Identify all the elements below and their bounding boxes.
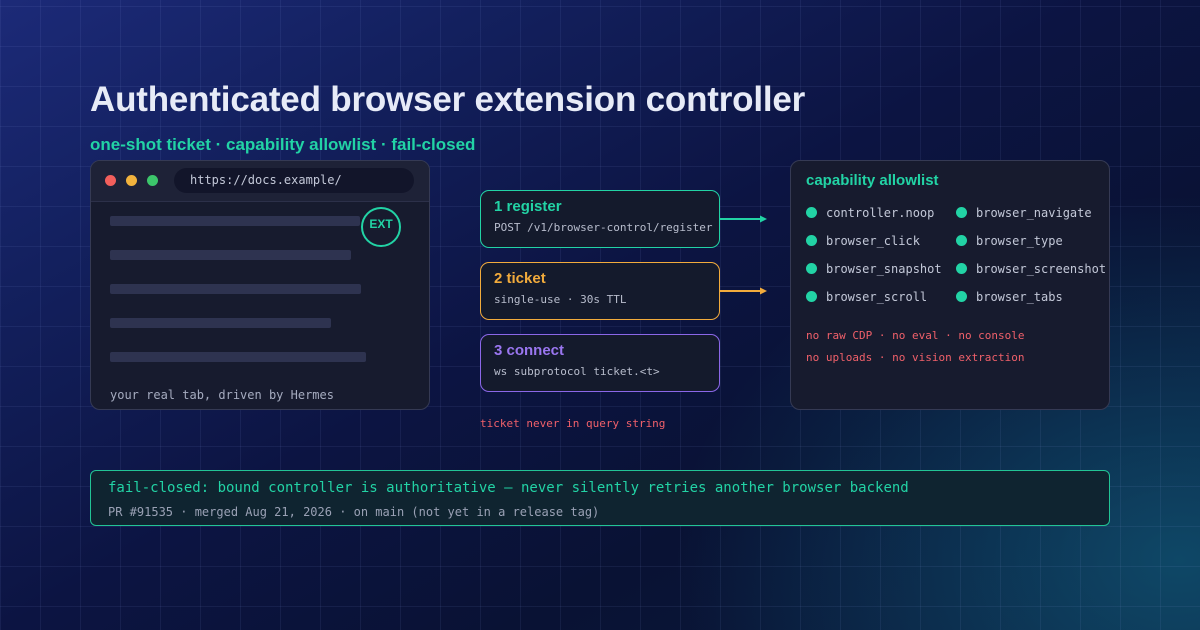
step-title: 2 ticket xyxy=(494,270,546,287)
content-placeholder-line xyxy=(110,284,361,294)
ticket-arrow-head-icon xyxy=(760,287,767,295)
register-arrow-head-icon xyxy=(760,215,767,223)
content-placeholder-line xyxy=(110,216,360,226)
step-title: 1 register xyxy=(494,198,562,215)
bullet-icon xyxy=(806,291,817,302)
capability-item: browser_navigate xyxy=(956,206,1092,220)
capability-item: browser_tabs xyxy=(956,290,1063,304)
bullet-icon xyxy=(956,207,967,218)
page-title: Authenticated browser extension controll… xyxy=(90,80,806,119)
capability-item: controller.noop xyxy=(806,206,934,220)
banner-meta: PR #91535 · merged Aug 21, 2026 · on mai… xyxy=(108,505,600,519)
step-ticket: 2 ticket single-use · 30s TTL xyxy=(480,262,720,320)
capability-title: capability allowlist xyxy=(806,172,939,189)
capability-item: browser_type xyxy=(956,234,1063,248)
restriction-line: no raw CDP · no eval · no console xyxy=(806,329,1025,342)
content-placeholder-line xyxy=(110,250,351,260)
browser-caption: your real tab, driven by Hermes xyxy=(110,388,334,402)
step-connect: 3 connect ws subprotocol ticket.<t> xyxy=(480,334,720,392)
step-register: 1 register POST /v1/browser-control/regi… xyxy=(480,190,720,248)
bullet-icon xyxy=(956,291,967,302)
banner-message: fail-closed: bound controller is authori… xyxy=(108,480,909,496)
capability-item: browser_screenshot xyxy=(956,262,1106,276)
step-title: 3 connect xyxy=(494,342,565,359)
bullet-icon xyxy=(806,235,817,246)
minimize-dot-icon xyxy=(126,175,137,186)
content-placeholder-line xyxy=(110,318,331,328)
bullet-icon xyxy=(956,263,967,274)
step-description: POST /v1/browser-control/register xyxy=(494,221,713,234)
step-description: ws subprotocol ticket.<t> xyxy=(494,365,660,378)
close-dot-icon xyxy=(105,175,116,186)
maximize-dot-icon xyxy=(147,175,158,186)
content-placeholder-line xyxy=(110,352,366,362)
fail-closed-banner: fail-closed: bound controller is authori… xyxy=(90,470,1110,526)
browser-window: https://docs.example/ EXT your real tab,… xyxy=(90,160,430,410)
step-description: single-use · 30s TTL xyxy=(494,293,627,306)
ticket-note: ticket never in query string xyxy=(480,417,666,430)
restriction-line: no uploads · no vision extraction xyxy=(806,351,1025,364)
browser-titlebar: https://docs.example/ xyxy=(91,161,429,202)
bullet-icon xyxy=(806,263,817,274)
page-subtitle: one-shot ticket · capability allowlist ·… xyxy=(90,135,476,154)
extension-badge: EXT xyxy=(361,207,401,247)
capability-panel: capability allowlist controller.noop bro… xyxy=(790,160,1110,410)
capability-item: browser_scroll xyxy=(806,290,927,304)
address-bar: https://docs.example/ xyxy=(174,168,414,193)
bullet-icon xyxy=(956,235,967,246)
bullet-icon xyxy=(806,207,817,218)
capability-item: browser_click xyxy=(806,234,920,248)
capability-item: browser_snapshot xyxy=(806,262,942,276)
